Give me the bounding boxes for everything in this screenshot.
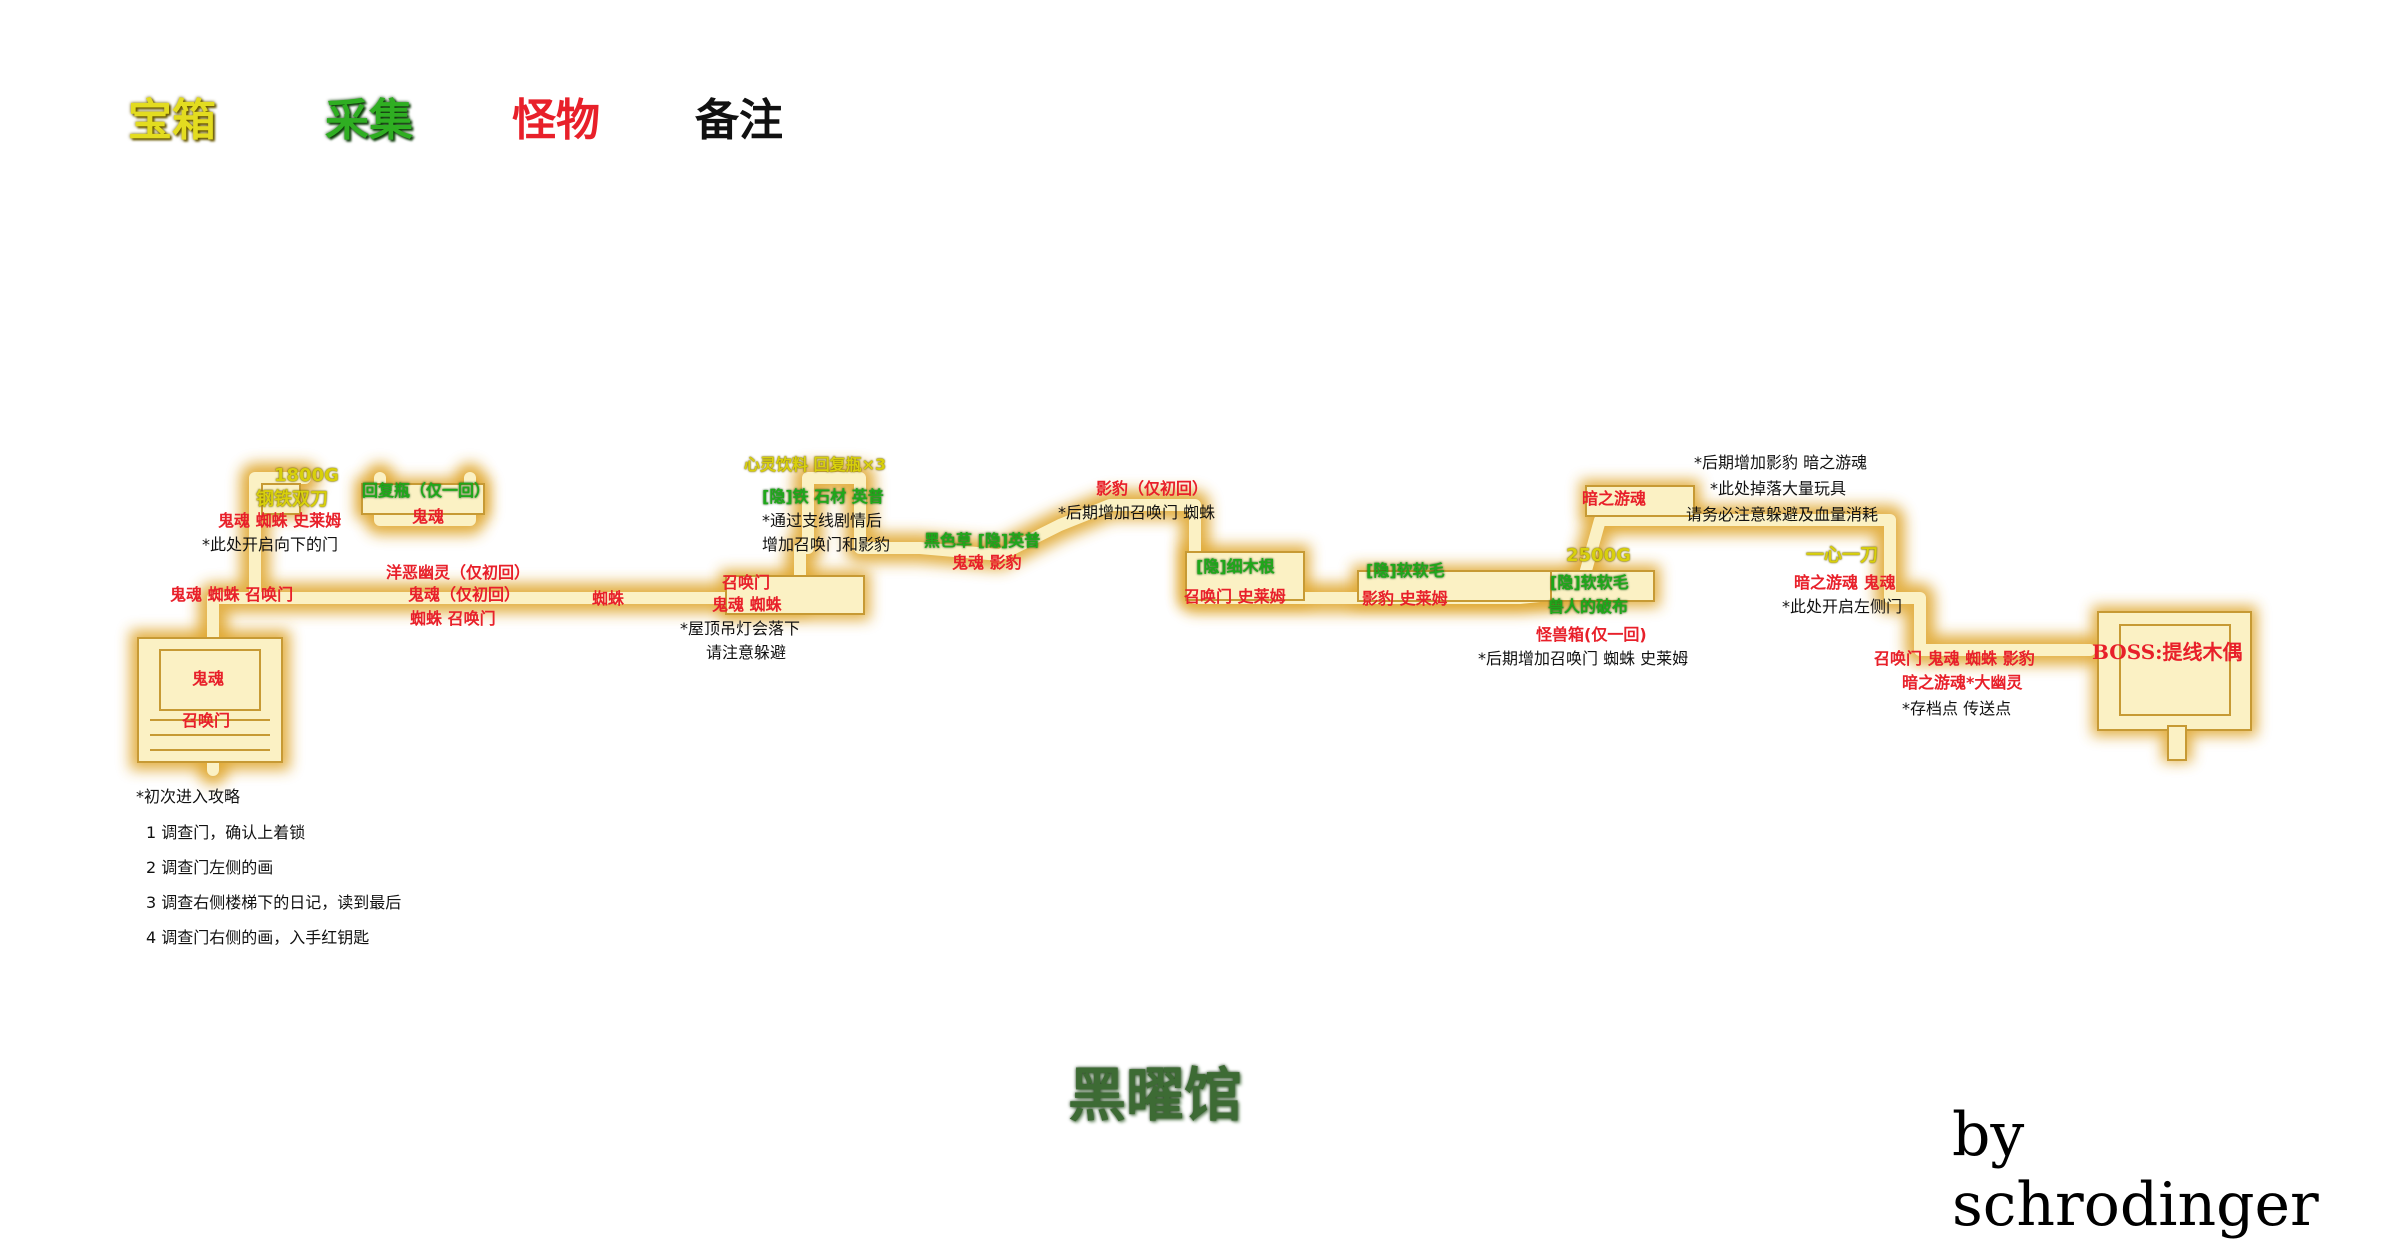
guide-step: 2 调查门左侧的画 xyxy=(146,858,274,877)
legend-gather: 采集 xyxy=(325,95,413,146)
chest-label: 1800G xyxy=(274,465,339,486)
guide-title: *初次进入攻略 xyxy=(136,787,241,806)
monster-label: 洋恶幽灵（仅初回） xyxy=(386,563,531,582)
guide-step: 1 调查门，确认上着锁 xyxy=(146,823,306,842)
monster-label: 怪兽箱(仅一回) xyxy=(1536,625,1647,644)
note-label: 请务必注意躲避及血量消耗 xyxy=(1686,505,1879,524)
author-credit: by schrodinger xyxy=(1952,1100,2319,1240)
boss-label: BOSS:提线木偶 xyxy=(2092,640,2243,664)
dungeon-map xyxy=(130,463,2257,785)
guide-step: 4 调查门右侧的画，入手红钥匙 xyxy=(146,928,370,947)
note-label: *屋顶吊灯会落下 xyxy=(680,619,801,638)
gather-label: [隐]软软毛 xyxy=(1366,561,1445,580)
entrance-hall-detail xyxy=(150,624,2231,751)
gather-label: 兽人的破布 xyxy=(1548,597,1629,616)
gather-label: 黑色草 [隐]英普 xyxy=(924,531,1041,550)
monster-label: 蜘蛛 xyxy=(592,589,625,608)
legend-monster: 怪物 xyxy=(512,95,600,146)
monster-label: 鬼魂 xyxy=(412,507,445,526)
note-label: *通过支线剧情后 xyxy=(762,511,883,530)
chest-label: 2500G xyxy=(1566,545,1631,566)
room-fill xyxy=(137,483,2252,763)
legend-note: 备注 xyxy=(695,95,783,146)
monster-label: 召唤门 史莱姆 xyxy=(1184,587,1286,606)
monster-label: 召唤门 鬼魂 蜘蛛 影豹 xyxy=(1874,649,2035,668)
note-label: *此处开启向下的门 xyxy=(202,535,339,554)
gather-label: [隐]细木根 xyxy=(1196,557,1275,576)
monster-label: 鬼魂 影豹 xyxy=(952,553,1022,572)
note-label: *此处开启左侧门 xyxy=(1782,597,1903,616)
map-title: 黑曜馆 xyxy=(1068,1061,1243,1129)
monster-label: 鬼魂 蜘蛛 xyxy=(712,595,782,614)
chest-label: 钢铁双刀 xyxy=(256,489,328,510)
chest-label: 心灵饮料 回复瓶×3 xyxy=(744,455,887,474)
note-label: 请注意躲避 xyxy=(706,643,787,662)
monster-label: 影豹（仅初回） xyxy=(1096,479,1209,498)
note-label: *此处掉落大量玩具 xyxy=(1710,479,1847,498)
monster-label: 鬼魂（仅初回） xyxy=(408,585,521,604)
note-label: 增加召唤门和影豹 xyxy=(762,535,891,554)
monster-label: 蜘蛛 召唤门 xyxy=(410,609,496,628)
monster-label: 暗之游魂 鬼魂 xyxy=(1794,573,1896,592)
monster-label: 召唤门 xyxy=(722,573,771,592)
monster-label: 鬼魂 xyxy=(192,669,225,688)
monster-label: 暗之游魂 xyxy=(1582,489,1647,508)
chest-label: 一心一刀 xyxy=(1806,545,1878,566)
monster-label: 召唤门 xyxy=(182,711,231,730)
monster-label: 鬼魂 蜘蛛 召唤门 xyxy=(170,585,294,604)
note-label: *后期增加召唤门 蜘蛛 史莱姆 xyxy=(1478,649,1689,668)
gather-label: [隐]铁 石材 英普 xyxy=(762,487,884,506)
gather-label: 回复瓶（仅一回） xyxy=(362,481,491,500)
monster-label: 暗之游魂*大幽灵 xyxy=(1902,673,2023,692)
monster-label: 影豹 史莱姆 xyxy=(1362,589,1448,608)
guide-step: 3 调查右侧楼梯下的日记，读到最后 xyxy=(146,893,402,912)
note-label: *后期增加影豹 暗之游魂 xyxy=(1694,453,1868,472)
note-label: *存档点 传送点 xyxy=(1902,699,2012,718)
note-label: *后期增加召唤门 蜘蛛 xyxy=(1058,503,1216,522)
legend-chest: 宝箱 xyxy=(128,95,216,146)
gather-label: [隐]软软毛 xyxy=(1550,573,1629,592)
monster-label: 鬼魂 蜘蛛 史莱姆 xyxy=(218,511,342,530)
